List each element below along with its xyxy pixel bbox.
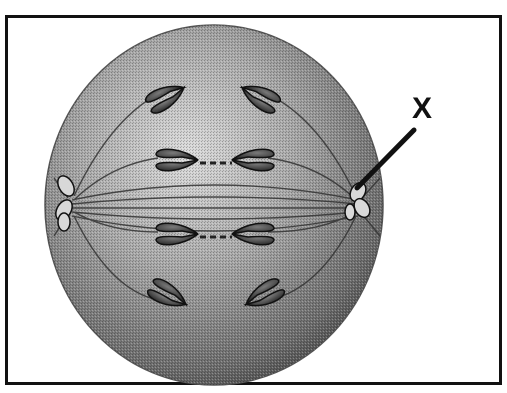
label-x: X [412,92,432,125]
cell-texture [45,25,383,385]
